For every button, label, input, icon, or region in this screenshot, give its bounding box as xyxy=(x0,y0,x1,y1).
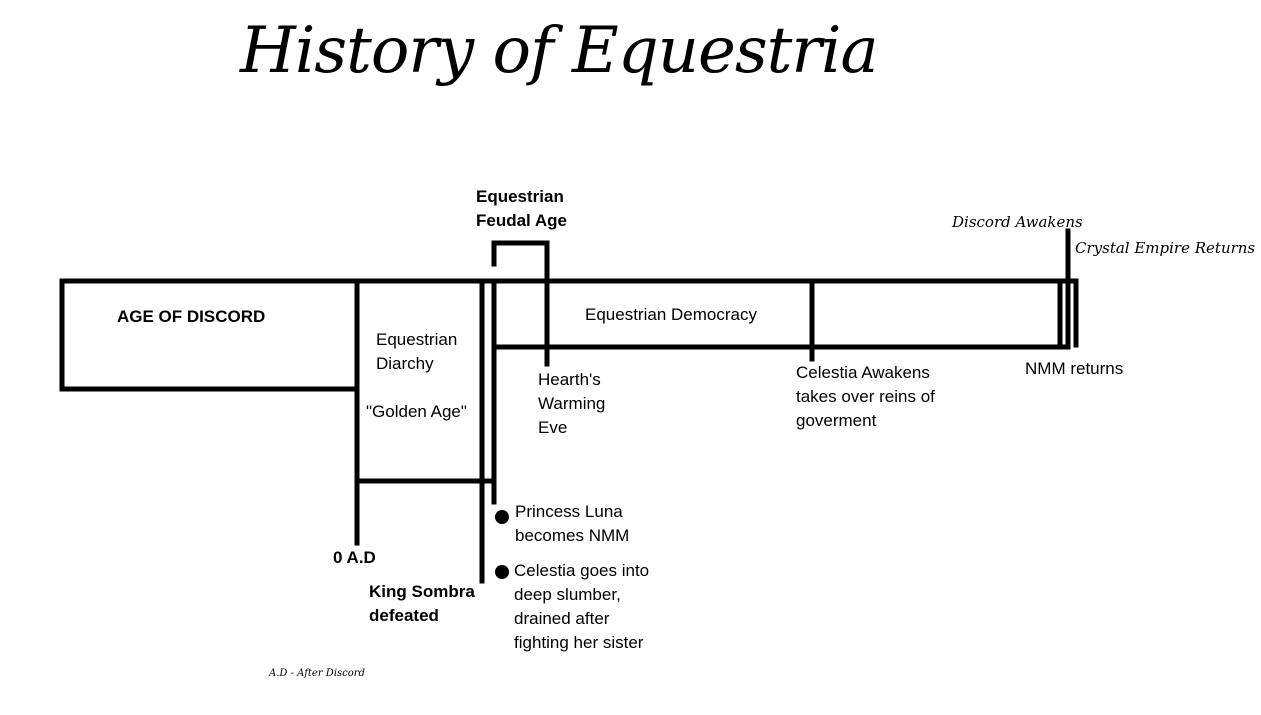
golden-age-label: "Golden Age" xyxy=(366,402,467,421)
diarchy-label-2: Diarchy xyxy=(376,354,434,373)
feudal-bracket xyxy=(491,240,550,367)
democracy-label: Equestrian Democracy xyxy=(585,305,757,324)
slumber-label-1: Celestia goes into xyxy=(514,561,650,580)
page-title: History of Equestria xyxy=(240,14,879,88)
diarchy-label-1: Equestrian xyxy=(376,330,458,349)
luna-label-1: Princess Luna xyxy=(515,502,623,521)
age-of-discord-label: AGE OF DISCORD xyxy=(117,307,266,326)
feudal-label-1: Equestrian xyxy=(476,187,564,206)
slumber-label-2: deep slumber, xyxy=(514,585,621,604)
nmm-returns-label: NMM returns xyxy=(1025,359,1124,378)
slumber-bullet xyxy=(495,565,509,579)
hearths-label-2: Warming xyxy=(538,394,606,413)
age-of-discord-box xyxy=(59,278,360,392)
zero-ad-label: 0 A.D xyxy=(333,548,376,567)
slumber-label-3: drained after xyxy=(514,609,610,628)
crystal-empire-label: Crystal Empire Returns xyxy=(1075,239,1256,257)
hearths-label-3: Eve xyxy=(538,418,568,437)
celestia-awakens-label-1: Celestia Awakens xyxy=(796,363,930,382)
celestia-awakens-label-2: takes over reins of xyxy=(796,387,935,406)
luna-bullet xyxy=(495,510,509,524)
slumber-label-4: fighting her sister xyxy=(514,633,644,652)
celestia-awakens-label-3: goverment xyxy=(796,411,877,430)
luna-label-2: becomes NMM xyxy=(515,526,630,545)
discord-awakens-label: Discord Awakens xyxy=(952,213,1083,231)
sombra-label-1: King Sombra xyxy=(369,582,475,601)
hearths-label-1: Hearth's xyxy=(538,370,601,389)
footnote: A.D - After Discord xyxy=(269,668,365,679)
sombra-label-2: defeated xyxy=(369,606,439,625)
feudal-label-2: Feudal Age xyxy=(476,211,567,230)
